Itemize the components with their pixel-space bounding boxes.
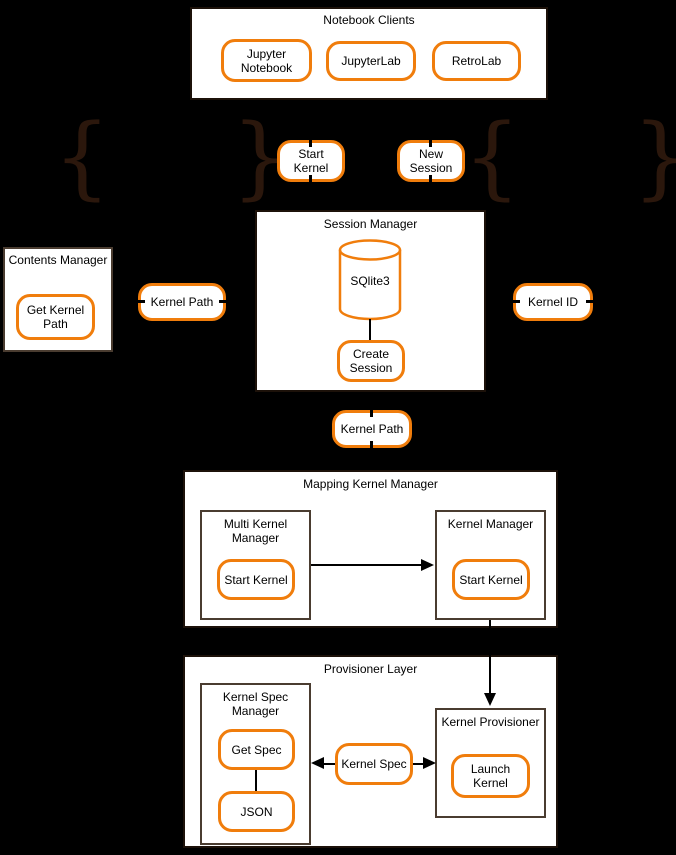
kernel-manager-title: Kernel Manager — [447, 517, 534, 531]
kernel-provisioner-title: Kernel Provisioner — [441, 715, 540, 729]
connector-notch — [586, 300, 600, 303]
arrowhead-left-icon — [311, 757, 324, 769]
arrowhead-right-icon — [421, 559, 434, 571]
connector-notch — [309, 175, 312, 191]
left-open-brace: { — [53, 105, 111, 210]
arrow-multi-to-kernel-manager — [311, 564, 423, 566]
connector-notch — [429, 131, 432, 147]
node-start-kernel-multi: Start Kernel — [217, 559, 295, 600]
node-kernel-path-left: Kernel Path — [138, 283, 226, 321]
connector-sqlite-create-session — [369, 319, 371, 344]
node-launch-kernel: Launch Kernel — [451, 754, 530, 798]
connector-notch — [370, 441, 373, 456]
mapping-kernel-manager-title: Mapping Kernel Manager — [303, 477, 438, 491]
connector-notch — [309, 131, 312, 147]
node-kernel-spec: Kernel Spec — [335, 743, 413, 785]
node-json: JSON — [218, 791, 295, 832]
node-jupyterlab: JupyterLab — [326, 41, 416, 81]
connector-get-spec-json — [255, 768, 257, 793]
connector-notch — [370, 402, 373, 417]
notebook-clients-title: Notebook Clients — [323, 13, 415, 27]
connector-notch — [219, 300, 233, 303]
connector-notch — [130, 300, 145, 303]
left-close-brace: } — [231, 105, 289, 210]
node-kernel-id: Kernel ID — [513, 283, 593, 321]
node-retrolab: RetroLab — [432, 41, 521, 81]
node-get-kernel-path: Get Kernel Path — [16, 294, 95, 340]
provisioner-layer-title: Provisioner Layer — [323, 662, 418, 676]
session-manager-title: Session Manager — [323, 217, 418, 231]
contents-manager-title: Contents Manager — [8, 253, 108, 267]
arrow-kernel-spec-right — [412, 763, 424, 765]
sqlite-database-icon — [338, 239, 402, 321]
kernel-spec-manager-title: Kernel Spec Manager — [222, 690, 289, 718]
right-open-brace: { — [463, 105, 521, 210]
connector-notch — [429, 175, 432, 191]
node-start-kernel-km: Start Kernel — [452, 559, 530, 600]
node-get-spec: Get Spec — [218, 729, 295, 770]
arrowhead-down-icon — [484, 693, 496, 706]
arrow-kernel-manager-to-provisioner — [489, 620, 491, 700]
arrow-kernel-spec-left — [322, 763, 336, 765]
node-create-session: Create Session — [337, 340, 405, 382]
sqlite-label: SQlite3 — [350, 274, 390, 288]
connector-notch — [505, 300, 520, 303]
node-jupyter-notebook: Jupyter Notebook — [221, 39, 312, 82]
right-close-brace: } — [632, 108, 676, 208]
multi-kernel-manager-title: Multi Kernel Manager — [223, 517, 288, 545]
arrowhead-right-icon — [423, 757, 436, 769]
